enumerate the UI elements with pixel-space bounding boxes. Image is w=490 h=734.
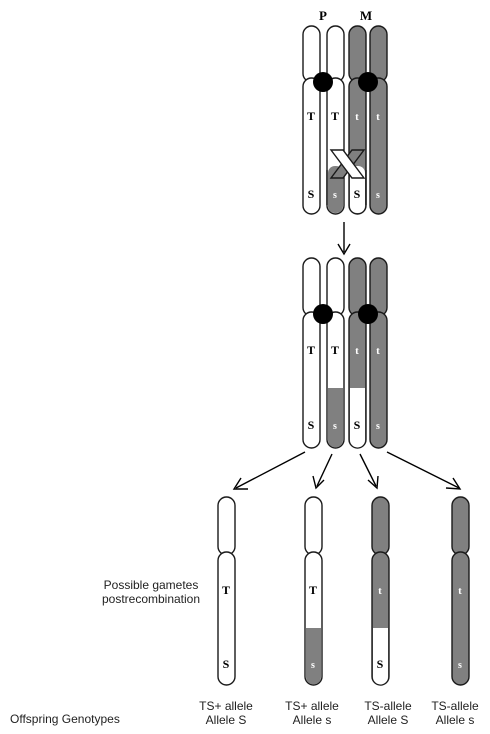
genotype-3: TS-allele Allele S xyxy=(350,699,426,727)
allele-s: s xyxy=(333,190,337,201)
genotype-2-line1: TS+ allele xyxy=(274,699,350,713)
genotype-3-line1: TS-allele xyxy=(350,699,426,713)
label-paternal: P xyxy=(319,8,327,23)
label-maternal: M xyxy=(360,8,372,23)
allele-T: T xyxy=(307,109,315,123)
arrow-gamete-1-icon xyxy=(234,452,305,489)
centromere-maternal-2 xyxy=(358,304,378,324)
arrow-gamete-2-icon xyxy=(313,454,332,488)
arrow-down-icon xyxy=(338,222,350,254)
allele-t: t xyxy=(378,585,382,597)
allele-S: S xyxy=(354,418,361,432)
allele-S: S xyxy=(308,187,315,201)
allele-T: T xyxy=(309,583,317,597)
allele-t: t xyxy=(376,111,380,123)
genotype-1-line2: Allele S xyxy=(188,713,264,727)
stage2-chromosomes xyxy=(303,258,387,448)
stage1-chromosomes xyxy=(303,26,387,214)
gametes-caption-line1: Possible gametes xyxy=(86,578,216,592)
allele-s: s xyxy=(376,190,380,201)
genotype-2: TS+ allele Allele s xyxy=(274,699,350,727)
genotype-1: TS+ allele Allele S xyxy=(188,699,264,727)
allele-s: s xyxy=(376,421,380,432)
centromere-paternal-2 xyxy=(313,304,333,324)
allele-S: S xyxy=(308,418,315,432)
genotype-1-line1: TS+ allele xyxy=(188,699,264,713)
genotype-2-line2: Allele s xyxy=(274,713,350,727)
gametes-caption-line2: postrecombination xyxy=(86,592,216,606)
allele-T: T xyxy=(222,583,230,597)
gametes-caption: Possible gametes postrecombination xyxy=(86,578,216,606)
arrow-gamete-4-icon xyxy=(387,452,460,489)
genotype-4-line1: TS-allele xyxy=(420,699,490,713)
allele-T: T xyxy=(307,343,315,357)
allele-t: t xyxy=(355,111,359,123)
arrow-gamete-3-icon xyxy=(360,454,378,488)
allele-s: s xyxy=(458,660,462,671)
allele-t: t xyxy=(376,345,380,357)
genotype-3-line2: Allele S xyxy=(350,713,426,727)
centromere-paternal-1 xyxy=(313,72,333,92)
genotype-4: TS-allele Allele s xyxy=(420,699,490,727)
offspring-genotypes-label: Offspring Genotypes xyxy=(10,712,120,726)
allele-t: t xyxy=(458,585,462,597)
allele-S: S xyxy=(223,657,230,671)
allele-t: t xyxy=(355,345,359,357)
allele-s: s xyxy=(333,421,337,432)
allele-s: s xyxy=(311,660,315,671)
genotype-4-line2: Allele s xyxy=(420,713,490,727)
allele-T: T xyxy=(331,343,339,357)
centromere-maternal-1 xyxy=(358,72,378,92)
allele-S: S xyxy=(377,657,384,671)
allele-S: S xyxy=(354,187,361,201)
allele-T: T xyxy=(331,109,339,123)
